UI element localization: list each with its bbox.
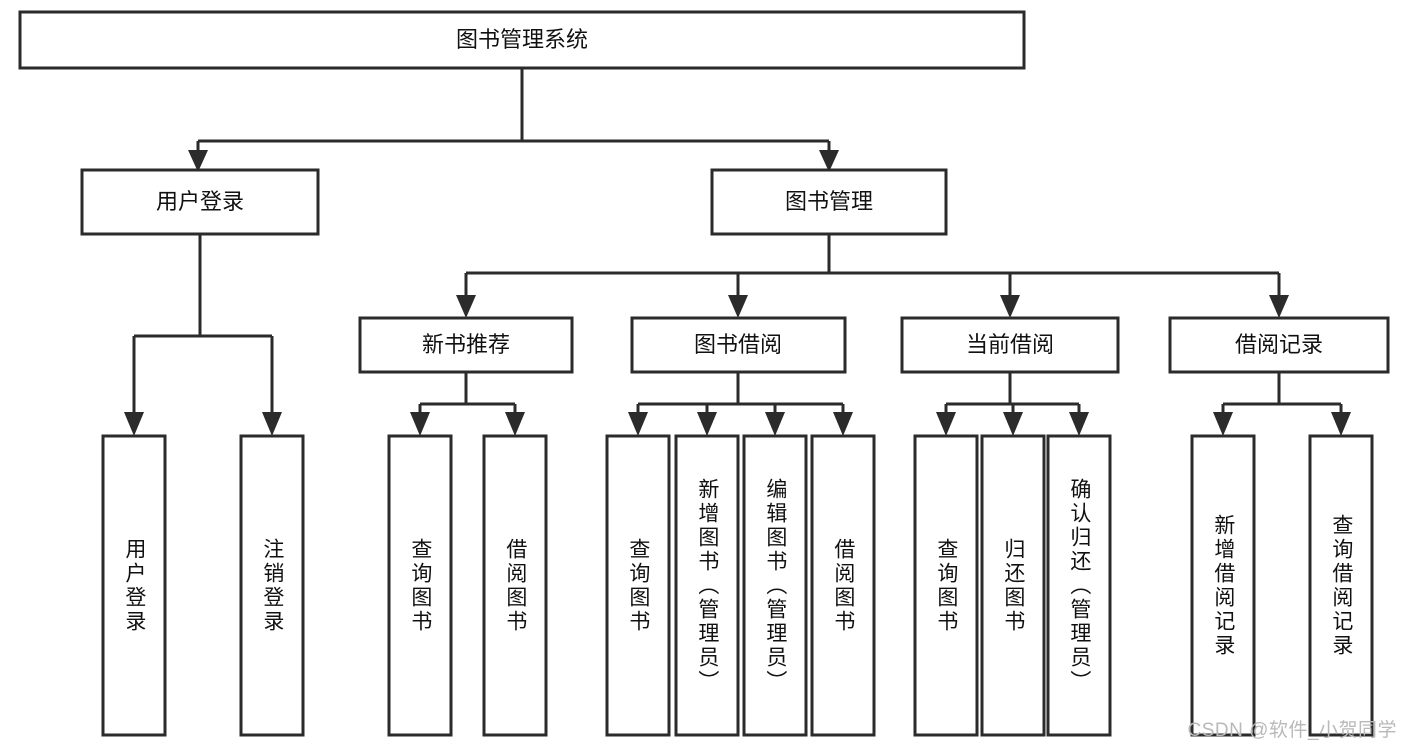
node-user-login[interactable]: 用户登录 [80,168,320,236]
arrowhead-leaf-borrow-book-rec [505,412,525,436]
node-new-book-recommend-box[interactable] [358,316,574,374]
leaf-box-borrow-book[interactable] [810,434,876,737]
connector-group-root [188,68,839,172]
arrowhead-leaf-confirm-return-admin [1069,412,1089,436]
arrowhead-leaf-add-book-admin [697,412,717,436]
connector-group-new-book-recommend [410,372,525,436]
arrowhead-leaf-add-borrow-record [1213,412,1233,436]
arrowhead-current-borrow [1000,295,1020,318]
node-new-book-recommend[interactable]: 新书推荐 [358,316,574,374]
arrowhead-leaf-query-book-borrow [628,412,648,436]
leaf-box-logout-login[interactable] [239,434,305,737]
node-user-login-label: 用户登录 [156,189,244,214]
arrowhead-leaf-user-login [124,412,144,436]
arrowhead-leaf-query-book-rec [410,412,430,436]
node-current-borrow-label: 当前借阅 [966,332,1054,357]
leaf-box-user-login[interactable] [101,434,167,737]
node-root[interactable]: 图书管理系统 [18,10,1026,70]
arrowhead-leaf-query-book-current [936,412,956,436]
leaf-box-borrow-book-rec[interactable] [482,434,548,737]
connector-group-current-borrow [936,372,1089,436]
node-borrow-record[interactable]: 借阅记录 [1168,316,1390,374]
node-book-manage[interactable]: 图书管理 [710,168,948,236]
connector-group-user-login [124,234,282,436]
csdn-watermark: CSDN @软件_小贺同学 [1187,720,1397,741]
arrowhead-leaf-return-book [1003,412,1023,436]
arrowhead-leaf-query-borrow-record [1331,412,1351,436]
leaf-box-query-book-rec[interactable] [387,434,453,737]
node-root-box[interactable] [18,10,1026,70]
leaf-box-return-book[interactable] [980,434,1046,737]
connector-group-book-manage [456,234,1289,318]
arrowhead-user-login [188,150,208,172]
leaf-box-add-book-admin[interactable] [674,434,740,737]
node-borrow-record-label: 借阅记录 [1235,332,1323,357]
arrowhead-leaf-borrow-book [833,412,853,436]
node-book-borrow-box[interactable] [630,316,847,374]
node-book-borrow[interactable]: 图书借阅 [630,316,847,374]
connector-group-book-borrow [628,372,853,436]
connector-group-borrow-record [1213,372,1351,436]
leaf-box-query-book-borrow[interactable] [605,434,671,737]
leaf-box-add-borrow-record[interactable] [1190,434,1256,737]
node-current-borrow[interactable]: 当前借阅 [900,316,1120,374]
node-book-borrow-label: 图书借阅 [694,332,782,357]
arrowhead-new-book-recommend [456,295,476,318]
node-root-label: 图书管理系统 [456,27,588,52]
node-new-book-recommend-label: 新书推荐 [422,332,510,357]
arrowhead-book-manage [819,150,839,172]
node-current-borrow-box[interactable] [900,316,1120,374]
leaf-boxes-group [101,434,1374,737]
node-book-manage-box[interactable] [710,168,948,236]
node-borrow-record-box[interactable] [1168,316,1390,374]
arrowhead-leaf-logout-login [262,412,282,436]
leaf-box-query-book-current[interactable] [913,434,979,737]
arrowhead-borrow-record [1269,295,1289,318]
node-user-login-box[interactable] [80,168,320,236]
arrowhead-book-borrow [728,295,748,318]
arrowhead-leaf-edit-book-admin [765,412,785,436]
leaf-box-query-borrow-record[interactable] [1308,434,1374,737]
node-book-manage-label: 图书管理 [785,189,873,214]
leaf-box-edit-book-admin[interactable] [742,434,808,737]
leaf-box-confirm-return-admin[interactable] [1046,434,1112,737]
